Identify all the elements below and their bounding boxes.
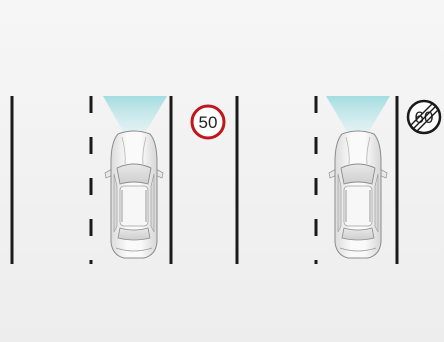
speed-limit-value: 50 (199, 113, 218, 132)
camera-detection-beam (103, 96, 167, 133)
car-top-view (329, 131, 387, 258)
scene-right: 60 (316, 96, 440, 264)
speed-limit-sign: 50 (192, 106, 224, 138)
camera-detection-beam (326, 96, 390, 133)
end-of-speed-limit-sign: 60 (408, 101, 440, 133)
car-top-view (105, 131, 163, 258)
scene-left: 50 (12, 96, 224, 264)
